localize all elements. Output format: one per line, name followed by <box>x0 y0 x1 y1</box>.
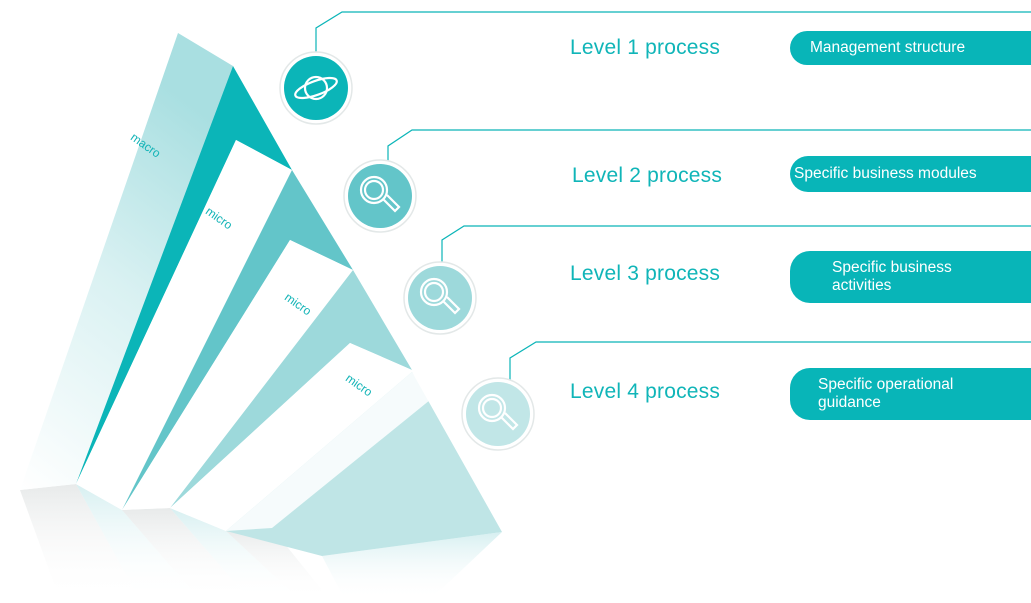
level-2-description: Specific business modules <box>790 156 1031 192</box>
planet-icon <box>294 75 338 101</box>
level-1-icon-badge <box>279 51 353 125</box>
floor-reflection <box>20 484 502 600</box>
level-4-icon-badge <box>461 377 535 451</box>
level-4-title: Level 4 process <box>570 380 721 403</box>
level-4-description-text: Specific operational guidance <box>818 376 954 411</box>
leader-line-level-4 <box>509 341 1031 380</box>
pyramid-tier-micro-2 <box>122 240 412 510</box>
magnifier-icon <box>359 175 401 213</box>
pyramid-tier-micro-1 <box>76 140 353 510</box>
leader-line-level-2 <box>387 129 1031 168</box>
level-3-icon-badge <box>403 261 477 335</box>
level-2-title: Level 2 process <box>572 164 723 187</box>
level-3-description: Specific business activities <box>790 251 1031 303</box>
leader-line-level-3 <box>441 225 1031 262</box>
level-1-description: Management structure <box>790 31 1031 65</box>
leader-line-level-1 <box>315 11 1031 52</box>
level-3-title: Level 3 process <box>570 262 721 285</box>
level-4-description: Specific operational guidance <box>790 368 1031 420</box>
level-2-icon-badge <box>343 159 417 233</box>
level-3-description-text: Specific business activities <box>832 259 952 294</box>
level-1-title: Level 1 process <box>570 36 721 59</box>
level-2-description-text: Specific business modules <box>794 165 977 182</box>
level-1-description-text: Management structure <box>810 39 966 56</box>
pyramid-tier-macro <box>20 33 292 490</box>
magnifier-icon <box>477 393 519 431</box>
magnifier-icon <box>419 277 461 315</box>
pyramid-tier-micro-3 <box>170 343 502 556</box>
